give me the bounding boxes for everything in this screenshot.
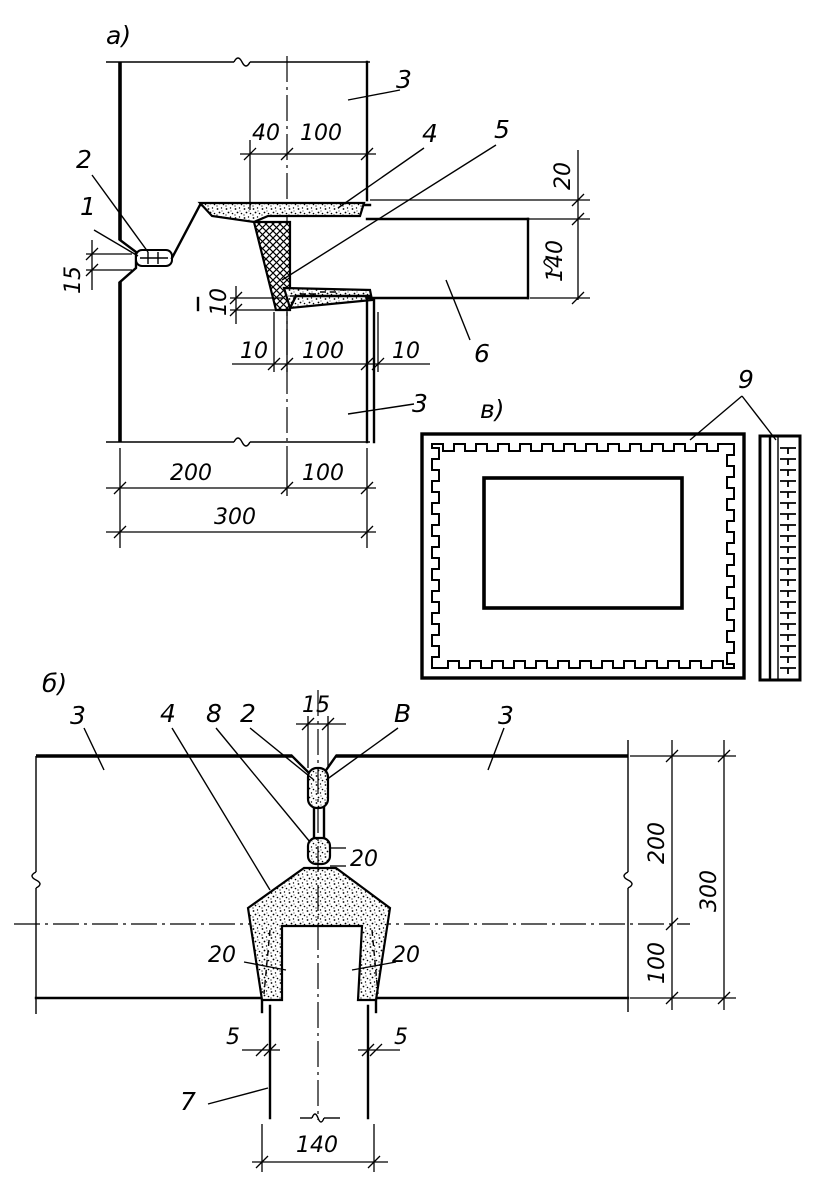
dim-a-20: 20 [551, 162, 576, 190]
dim-b-20-right: 20 [392, 943, 420, 968]
callouts-a: 2 1 3 4 5 6 3 [76, 65, 510, 418]
dimensions-b: 15 20 20 20 5 5 140 200 [208, 693, 736, 1172]
joint-b [246, 690, 392, 1123]
panel-b: б) [14, 669, 736, 1172]
toothed-gasket-outline [431, 443, 735, 669]
dim-a-140: 140 [543, 240, 568, 282]
callout-1-a: 1 [80, 192, 96, 221]
mesh-insert [252, 220, 292, 312]
dim-a-40: 40 [252, 121, 280, 146]
callout-3-b-right: 3 [498, 701, 514, 730]
dimensions-a: 40 100 20 140 15 10 [61, 121, 590, 548]
gasket-frame-front [420, 432, 746, 680]
dim-b-140: 140 [296, 1133, 338, 1158]
dim-a-100-top: 100 [300, 121, 342, 146]
beam-6 [288, 217, 530, 310]
panel-a-label: а) [106, 21, 131, 50]
dim-a-100-bottom: 100 [302, 461, 344, 486]
dim-b-200: 200 [645, 822, 670, 864]
dim-a-10-right: 10 [392, 339, 420, 364]
callout-9: 9 [738, 365, 754, 394]
panel-a: а) [61, 21, 590, 548]
callout-6-a: 6 [474, 339, 490, 368]
dim-b-5-right: 5 [394, 1025, 408, 1050]
panel-v: в) 9 [420, 365, 802, 682]
right-panel [336, 740, 633, 1012]
dim-b-300: 300 [697, 870, 722, 912]
dim-a-100-mid: 100 [302, 339, 344, 364]
callout-3-a-upper: 3 [396, 65, 412, 94]
dim-b-100: 100 [645, 942, 670, 984]
window-opening [482, 476, 684, 610]
dim-a-10-left: 10 [240, 339, 268, 364]
dim-a-200: 200 [170, 461, 212, 486]
callout-2-a: 2 [76, 145, 92, 174]
insulation-bottom [282, 286, 374, 310]
callout-4-b: 4 [160, 699, 176, 728]
insulation-layer [197, 201, 366, 224]
dim-b-5-left: 5 [226, 1025, 240, 1050]
callout-8: 8 [206, 699, 222, 728]
panel-b-label: б) [42, 669, 67, 698]
gasket-frame-side [758, 434, 802, 682]
insulation-cap [246, 866, 392, 1002]
dim-a-300: 300 [214, 505, 256, 530]
dim-b-15: 15 [302, 693, 330, 718]
panel-v-label: в) [480, 395, 505, 424]
gasket-middle [306, 836, 332, 866]
dim-b-20-top: 20 [350, 847, 378, 872]
side-gasket-teeth [780, 447, 796, 674]
dim-b-20-left: 20 [208, 943, 236, 968]
callout-2-b: 2 [240, 699, 256, 728]
dim-a-10-vertical: 10 [207, 288, 232, 316]
seal-assembly-a [118, 201, 374, 312]
callout-5-a: 5 [494, 115, 510, 144]
callouts-b: 3 3 4 8 2 В 7 [70, 699, 514, 1116]
callout-B: В [394, 699, 411, 728]
callout-7: 7 [180, 1087, 196, 1116]
dim-a-15: 15 [61, 266, 86, 294]
callout-3-b-left: 3 [70, 701, 86, 730]
callout-3-a-lower: 3 [412, 389, 428, 418]
callout-4-a: 4 [422, 119, 438, 148]
